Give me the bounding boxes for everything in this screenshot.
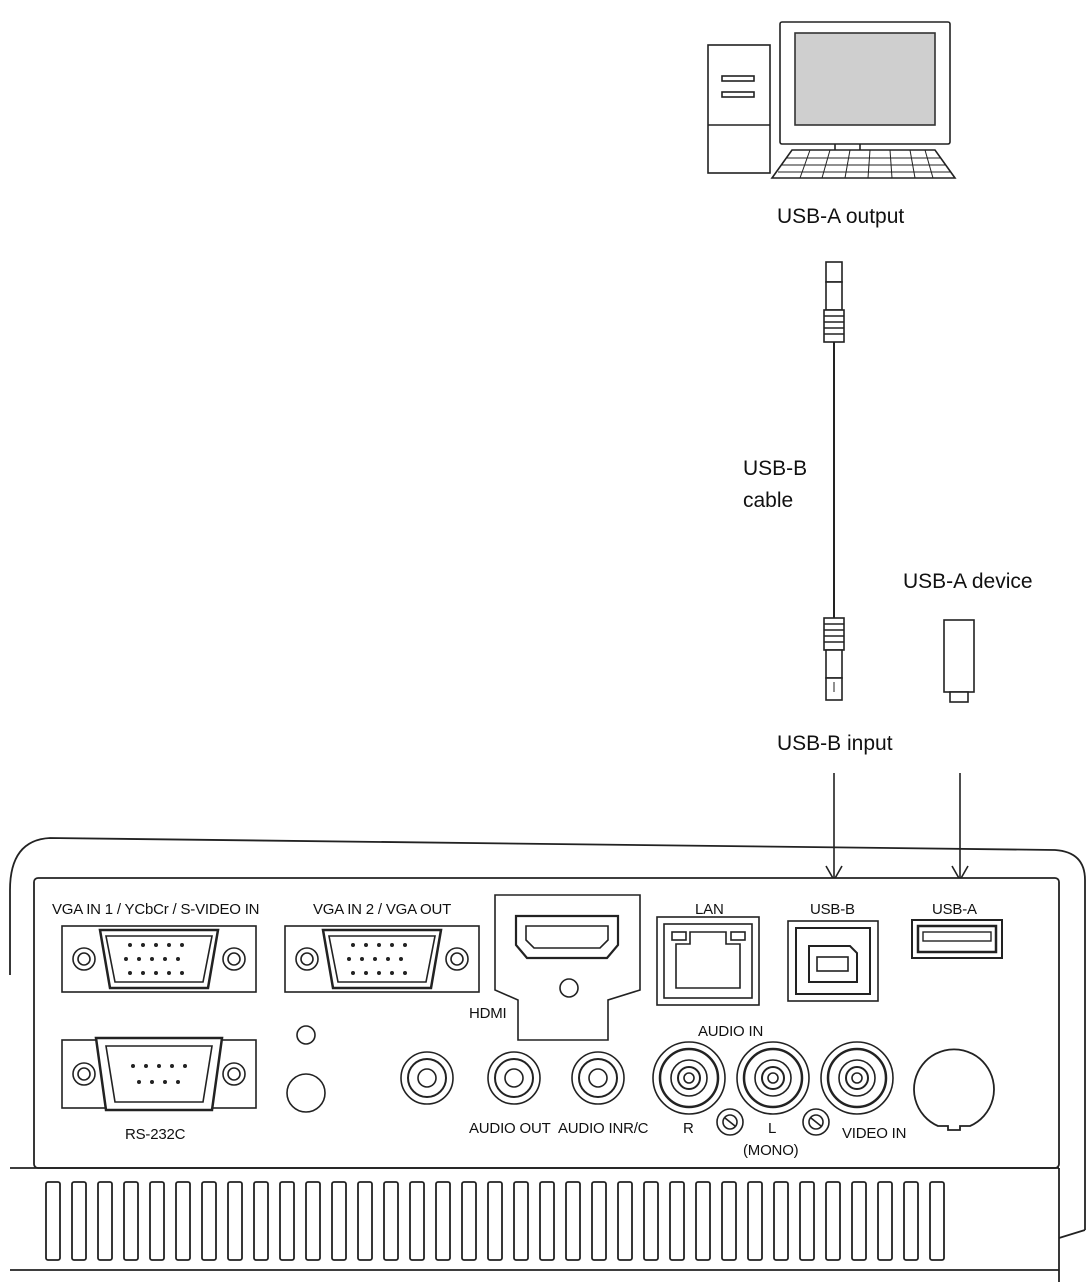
usb-b-port <box>787 920 879 1002</box>
mini-jack-3 <box>571 1051 625 1105</box>
rca-jack-r <box>652 1041 726 1115</box>
mono-label: (MONO) <box>743 1142 799 1159</box>
usb-b-cable-icon <box>823 261 845 701</box>
vga-in-1-label: VGA IN 1 / YCbCr / S-VIDEO IN <box>52 901 260 918</box>
usb-b-arrow <box>825 773 843 882</box>
usb-b-input-label: USB-B input <box>777 732 893 755</box>
audio-out-label: AUDIO OUT <box>469 1120 551 1137</box>
usb-b-label: USB-B <box>810 901 855 918</box>
vga-in-2-port <box>284 925 480 993</box>
r-label: R <box>683 1120 694 1137</box>
lan-label: LAN <box>695 901 724 918</box>
rs232c-label: RS-232C <box>125 1126 186 1143</box>
usb-a-device-label: USB-A device <box>903 570 1033 593</box>
rca-jack-video <box>820 1041 894 1115</box>
vga-in-2-label: VGA IN 2 / VGA OUT <box>313 901 452 918</box>
hdmi-port <box>494 894 641 1041</box>
vga-in-1-pins <box>124 943 184 975</box>
round-cap <box>913 1048 995 1131</box>
audio-in-rc-label: AUDIO INR/C <box>558 1120 649 1137</box>
rs232c-pins <box>131 1064 187 1084</box>
usb-a-label: USB-A <box>932 901 977 918</box>
usb-b-cable-label: USB-B cable <box>743 457 808 512</box>
usb-a-device-icon <box>943 619 975 703</box>
vga-in-2-pins <box>347 943 407 975</box>
indicator-holes <box>286 1025 326 1113</box>
usb-a-port <box>911 919 1003 959</box>
lan-port <box>656 916 760 1006</box>
mini-jack-2 <box>487 1051 541 1105</box>
mini-jack-1 <box>400 1051 454 1105</box>
usb-a-output-label: USB-A output <box>777 205 905 228</box>
rca-jack-l <box>736 1041 810 1115</box>
audio-in-top-label: AUDIO IN <box>698 1023 764 1040</box>
small-screws <box>716 1108 830 1136</box>
vga-in-1-port <box>61 925 257 993</box>
rs232c-port <box>61 1036 257 1112</box>
hdmi-label: HDMI <box>469 1005 507 1022</box>
l-label: L <box>768 1120 777 1137</box>
vent-slots <box>45 1181 945 1261</box>
usb-a-arrow <box>951 773 969 882</box>
video-in-label: VIDEO IN <box>842 1125 907 1142</box>
computer-icon <box>707 21 957 179</box>
